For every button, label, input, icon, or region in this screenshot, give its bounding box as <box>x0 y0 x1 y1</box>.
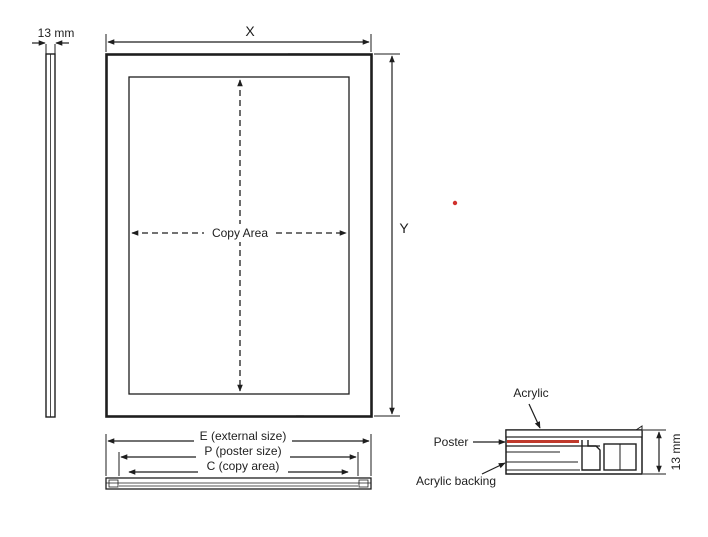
copy-area-label: Copy Area <box>212 226 268 240</box>
red-dot-marker <box>452 200 458 206</box>
cross-section-labels: Acrylic Poster Acrylic backing <box>416 386 549 488</box>
acrylic-backing-label: Acrylic backing <box>416 474 496 488</box>
copy-area-dim-label: C (copy area) <box>207 459 280 473</box>
side-thickness-label: 13 mm <box>38 26 75 40</box>
width-label: X <box>245 23 255 39</box>
external-size-label: E (external size) <box>200 429 287 443</box>
frame-cross-section <box>505 425 643 475</box>
bottom-dimensions: E (external size) P (poster size) C (cop… <box>105 429 372 476</box>
acrylic-label: Acrylic <box>513 386 548 400</box>
poster-label: Poster <box>434 435 469 449</box>
width-dimension: X <box>105 23 372 52</box>
poster-layer <box>507 440 579 443</box>
bottom-profile <box>105 477 372 490</box>
profile-thickness-label: 13 mm <box>669 434 683 471</box>
copy-area-indicator: Copy Area <box>131 79 347 392</box>
profile-thickness-dimension: 13 mm <box>643 429 683 475</box>
poster-size-label: P (poster size) <box>204 444 281 458</box>
height-dimension: Y <box>374 53 409 417</box>
height-label: Y <box>399 220 409 236</box>
side-profile: 13 mm <box>32 26 75 418</box>
